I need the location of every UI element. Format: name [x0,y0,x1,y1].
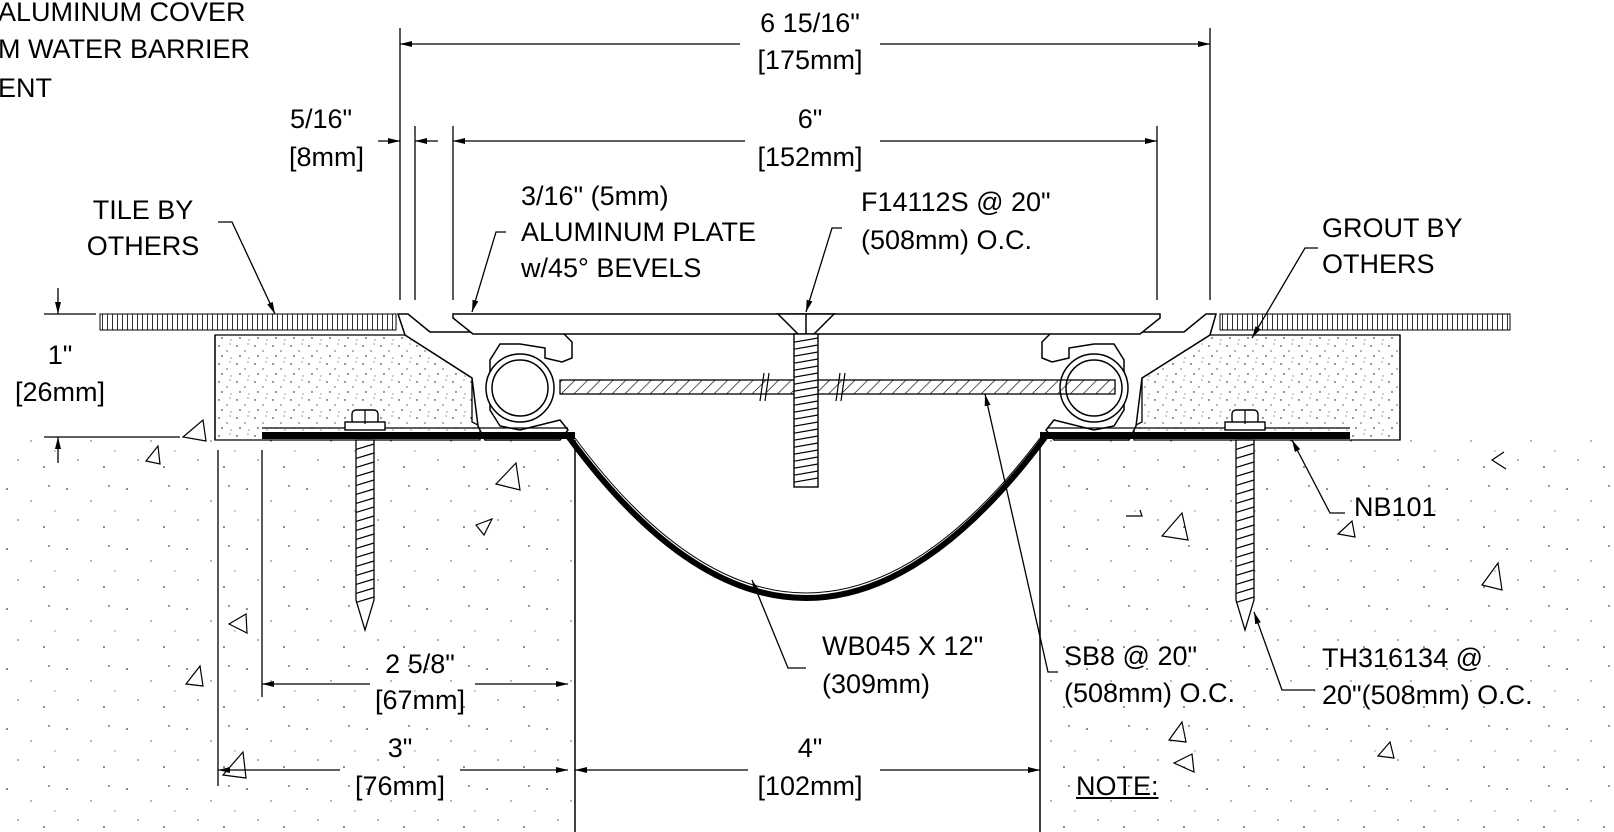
water-barrier-flange [262,432,1350,439]
header-text-line-2: M WATER BARRIER [0,34,251,64]
water-barrier-label-line-1: WB045 X 12" [822,631,984,661]
plate-label-line-1: 3/16" (5mm) [521,181,669,211]
dim-plate-mm-label: [152mm] [757,142,863,172]
dim-joint-mm-label: [102mm] [757,771,863,801]
anchor-label-line-1: TH316134 @ [1322,643,1483,673]
nb101-label: NB101 [1354,492,1437,522]
grout-label-line-2: OTHERS [1322,249,1435,279]
anchor-label-line-2: 20"(508mm) O.C. [1322,680,1533,710]
centering-bar [559,372,1116,402]
dim-gap-mm-label: [8mm] [289,142,365,172]
header-text-line-1: ALUMINUM COVER [0,0,246,27]
screw-label-line-2: (508mm) O.C. [861,225,1033,255]
dim-gap-label: 5/16" [290,104,353,134]
sb8-label-line-2: (508mm) O.C. [1064,678,1236,708]
anchor-screw-right [1224,409,1266,633]
dim-edge-label: 3" [387,733,413,763]
dimension-lines [44,28,1211,786]
countersunk-screw [776,313,836,488]
tile-label-line-1: TILE BY [92,195,194,225]
plate-label-line-3: w/45° BEVELS [521,253,702,283]
leader-lines [218,221,1345,691]
concrete-substrate [0,335,1614,832]
header-text-line-3: ENT [0,73,52,103]
dim-edge-mm-label: [76mm] [354,771,446,801]
anchor-screw-left [344,409,386,633]
dim-overall-label: 6 15/16" [760,8,860,38]
grout-blockout [214,334,1401,441]
dim-flange-label: 2 5/8" [385,649,455,679]
dim-joint-label: 4" [797,733,823,763]
screw-label-line-1: F14112S @ 20" [861,187,1051,217]
water-barrier-label-line-2: (309mm) [822,669,931,699]
tile-label-line-2: OTHERS [86,231,200,261]
grout-label-line-1: GROUT BY [1322,213,1463,243]
plate-label-line-2: ALUMINUM PLATE [521,217,757,247]
dim-depth-mm-label: [26mm] [14,377,106,407]
dim-depth-label: 1" [47,340,73,370]
dim-plate-label: 6" [797,104,823,134]
sb8-label-line-1: SB8 @ 20" [1064,641,1198,671]
dim-flange-mm-label: [67mm] [374,685,466,715]
tile-by-others [99,313,1511,331]
note-heading: NOTE: [1076,771,1159,801]
water-barrier-loop [565,434,1049,601]
dim-overall-mm-label: [175mm] [757,45,863,75]
